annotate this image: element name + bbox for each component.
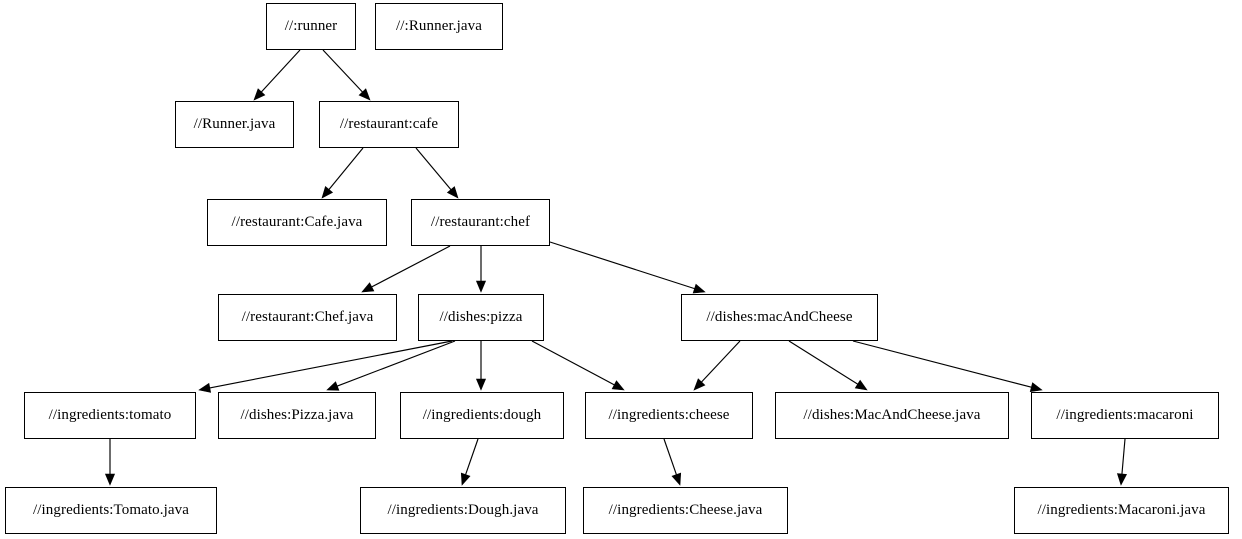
edge-cheese-to-cheese_java bbox=[663, 438, 677, 475]
arrowhead-icon bbox=[693, 378, 706, 391]
arrowhead-icon bbox=[1029, 382, 1043, 393]
graph-node-tomato[interactable]: //ingredients:tomato bbox=[24, 392, 196, 439]
graph-node-pizza[interactable]: //dishes:pizza bbox=[418, 294, 544, 341]
edge-mac-to-mac_java bbox=[788, 340, 858, 385]
graph-node-chef[interactable]: //restaurant:chef bbox=[411, 199, 550, 246]
graph-node-label: //ingredients:cheese bbox=[608, 407, 730, 423]
edge-chef-to-chef_java bbox=[371, 245, 451, 288]
edge-pizza-to-cheese bbox=[531, 340, 615, 386]
graph-node-root_runner_java[interactable]: //:Runner.java bbox=[375, 3, 503, 50]
graph-node-runner[interactable]: //:runner bbox=[266, 3, 356, 50]
arrowhead-icon bbox=[361, 282, 375, 293]
graph-node-cafe[interactable]: //restaurant:cafe bbox=[319, 101, 459, 148]
graph-node-label: //ingredients:Macaroni.java bbox=[1037, 502, 1206, 518]
graph-node-label: //ingredients:tomato bbox=[48, 407, 172, 423]
arrowhead-icon bbox=[475, 280, 487, 293]
graph-node-runner_java[interactable]: //Runner.java bbox=[175, 101, 294, 148]
arrowhead-icon bbox=[475, 378, 487, 391]
edge-pizza-to-pizza_java bbox=[337, 340, 456, 387]
graph-node-dough_java[interactable]: //ingredients:Dough.java bbox=[360, 487, 566, 534]
edge-runner-to-runner_java bbox=[261, 49, 301, 93]
graph-node-label: //dishes:macAndCheese bbox=[706, 309, 853, 325]
arrowhead-icon bbox=[321, 186, 334, 199]
graph-node-mac_java[interactable]: //dishes:MacAndCheese.java bbox=[775, 392, 1009, 439]
edge-cafe-to-cafe_java bbox=[328, 147, 364, 190]
graph-node-label: //dishes:pizza bbox=[439, 309, 523, 325]
graph-node-chef_java[interactable]: //restaurant:Chef.java bbox=[218, 294, 397, 341]
graph-node-label: //ingredients:dough bbox=[422, 407, 542, 423]
graph-node-label: //ingredients:Cheese.java bbox=[608, 502, 763, 518]
arrowhead-icon bbox=[692, 283, 706, 294]
arrowhead-icon bbox=[104, 473, 116, 486]
arrowhead-icon bbox=[671, 472, 682, 486]
edge-dough-to-dough_java bbox=[465, 438, 479, 475]
graph-node-label: //ingredients:Dough.java bbox=[387, 502, 539, 518]
graph-node-tomato_java[interactable]: //ingredients:Tomato.java bbox=[5, 487, 217, 534]
edge-chef-to-mac bbox=[549, 241, 695, 290]
graph-node-pizza_java[interactable]: //dishes:Pizza.java bbox=[218, 392, 376, 439]
graph-node-label: //restaurant:Cafe.java bbox=[231, 214, 363, 230]
edge-pizza-to-tomato bbox=[209, 340, 453, 389]
graph-node-label: //restaurant:chef bbox=[430, 214, 531, 230]
graph-node-label: //:Runner.java bbox=[396, 18, 482, 34]
edge-runner-to-cafe bbox=[322, 49, 363, 93]
edge-cafe-to-chef bbox=[415, 147, 452, 190]
arrowhead-icon bbox=[326, 381, 340, 391]
graph-node-dough[interactable]: //ingredients:dough bbox=[400, 392, 564, 439]
edge-macaroni-to-macaroni_java bbox=[1121, 438, 1126, 475]
graph-node-cheese_java[interactable]: //ingredients:Cheese.java bbox=[583, 487, 788, 534]
edge-mac-to-macaroni bbox=[852, 340, 1032, 388]
graph-node-label: //restaurant:Chef.java bbox=[241, 309, 374, 325]
graph-node-macaroni[interactable]: //ingredients:macaroni bbox=[1031, 392, 1219, 439]
arrowhead-icon bbox=[198, 382, 212, 393]
graph-node-label: //dishes:Pizza.java bbox=[240, 407, 354, 423]
graph-node-label: //ingredients:Tomato.java bbox=[33, 502, 189, 518]
arrowhead-icon bbox=[253, 88, 266, 101]
arrowhead-icon bbox=[460, 472, 471, 486]
arrowhead-icon bbox=[854, 379, 868, 391]
graph-node-cafe_java[interactable]: //restaurant:Cafe.java bbox=[207, 199, 387, 246]
graph-node-macaroni_java[interactable]: //ingredients:Macaroni.java bbox=[1014, 487, 1229, 534]
graph-node-label: //dishes:MacAndCheese.java bbox=[803, 407, 981, 423]
graph-node-label: //ingredients:macaroni bbox=[1056, 407, 1194, 423]
graph-node-mac[interactable]: //dishes:macAndCheese bbox=[681, 294, 878, 341]
arrowhead-icon bbox=[446, 186, 459, 199]
graph-node-label: //restaurant:cafe bbox=[339, 116, 439, 132]
graph-node-label: //:runner bbox=[284, 18, 338, 34]
arrowhead-icon bbox=[611, 380, 625, 391]
arrowhead-icon bbox=[358, 88, 371, 101]
edge-mac-to-cheese bbox=[701, 340, 741, 383]
arrowhead-icon bbox=[1116, 473, 1128, 486]
graph-node-cheese[interactable]: //ingredients:cheese bbox=[585, 392, 753, 439]
graph-node-label: //Runner.java bbox=[193, 116, 276, 132]
